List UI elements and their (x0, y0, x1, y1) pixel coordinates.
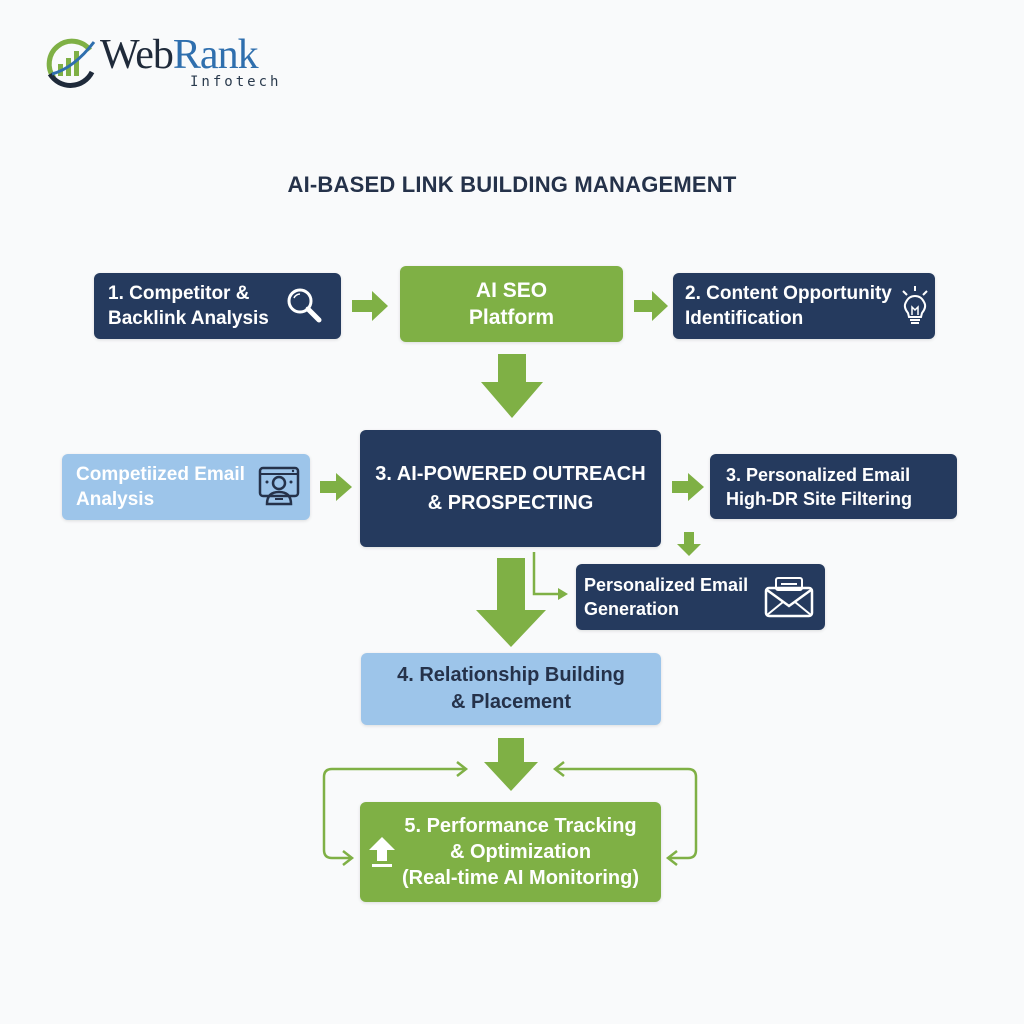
profile-window-icon (258, 466, 300, 506)
brand-name-rank: Rank (172, 32, 259, 78)
node-label: 4. Relationship Building & Placement (397, 664, 625, 713)
brand-name-web: Web (100, 32, 174, 78)
growth-chart-logo-icon (46, 38, 96, 88)
connector-arrowhead (558, 588, 568, 600)
arrow-email-analysis-to-outreach (320, 473, 352, 501)
node-performance-tracking: 5. Performance Tracking & Optimization (… (360, 802, 661, 902)
arrow-filtering-to-generation (677, 532, 701, 556)
node-competitor-backlink-analysis: 1. Competitor & Backlink Analysis (94, 273, 341, 339)
node-ai-powered-outreach: 3. AI-POWERED OUTREACH & PROSPECTING (360, 430, 661, 547)
node-label: Personalized Email Generation (584, 575, 749, 619)
envelope-icon (764, 577, 814, 618)
node-label: AI SEO Platform (468, 279, 555, 329)
node-label: 5. Performance Tracking & Optimization (… (401, 815, 640, 889)
node-personalized-email-generation: Personalized Email Generation (576, 564, 825, 630)
diagram-title: AI-BASED LINK BUILDING MANAGEMENT (287, 172, 737, 197)
node-label: 3. AI-POWERED OUTREACH & PROSPECTING (375, 462, 646, 514)
node-label: Competiized Email Analysis (76, 464, 245, 510)
node-label: 3. Personalized Email High-DR Site Filte… (726, 464, 912, 509)
brand-subtitle: Infotech (190, 74, 282, 90)
arrow-platform-to-content (634, 291, 668, 321)
connector-outreach-to-generation (532, 552, 560, 596)
node-content-opportunity: 2. Content Opportunity Identification (673, 273, 935, 339)
brand-logo: WebRank Infotech (44, 30, 294, 94)
upload-arrow-icon (369, 837, 395, 867)
arrow-relationship-to-performance (484, 738, 538, 791)
arrow-outreach-to-relationship (476, 558, 546, 647)
node-competitized-email-analysis: Competiized Email Analysis (62, 454, 310, 520)
brand-name: WebRank (100, 32, 259, 78)
node-label: 1. Competitor & Backlink Analysis (108, 283, 269, 329)
node-high-dr-site-filtering: 3. Personalized Email High-DR Site Filte… (710, 454, 957, 519)
magnifier-icon (287, 288, 322, 323)
feedback-loop-right (556, 767, 698, 860)
feedback-loop-left (322, 767, 465, 860)
lightbulb-icon (902, 286, 928, 324)
arrow-competitor-to-platform (352, 291, 388, 321)
node-relationship-building: 4. Relationship Building & Placement (361, 653, 661, 725)
node-label: 2. Content Opportunity Identification (685, 283, 892, 329)
arrow-outreach-to-filtering (672, 473, 704, 501)
node-ai-seo-platform: AI SEO Platform (400, 266, 623, 342)
arrow-platform-to-outreach (481, 354, 543, 418)
